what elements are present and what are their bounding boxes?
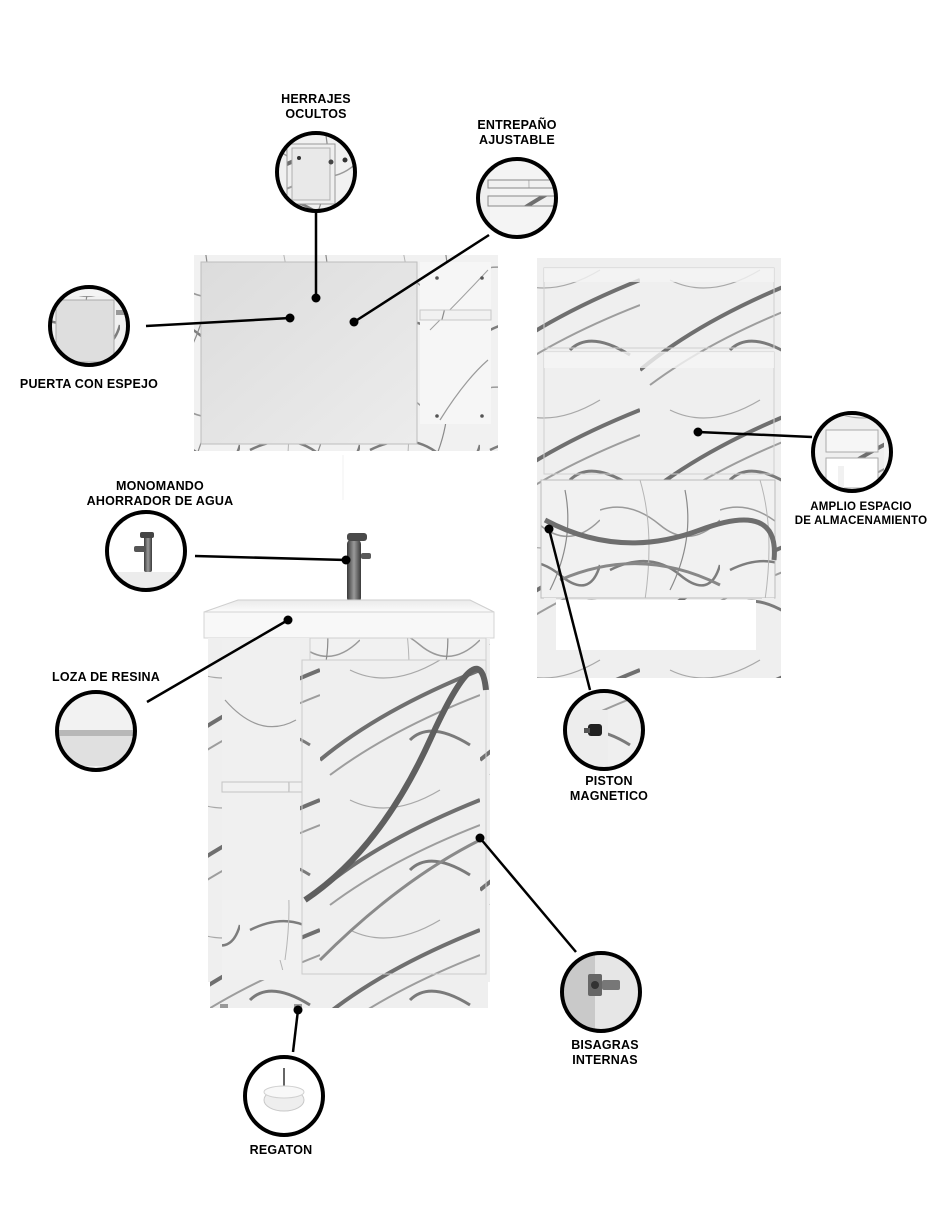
label-bisagras-internas: BISAGRAS INTERNAS (550, 1038, 660, 1068)
vanity (203, 533, 495, 1008)
shelf-icon (476, 157, 558, 239)
label-line: INTERNAS (572, 1053, 638, 1067)
label-loza-de-resina: LOZA DE RESINA (36, 670, 176, 685)
label-puerta-con-espejo: PUERTA CON ESPEJO (6, 377, 172, 392)
leveler-foot-icon (243, 1055, 325, 1137)
label-line: BISAGRAS (571, 1038, 639, 1052)
tall-cabinet (537, 258, 781, 678)
label-line: AHORRADOR DE AGUA (86, 494, 234, 508)
internal-hinge-icon (560, 951, 642, 1033)
label-line: AJUSTABLE (479, 133, 555, 147)
label-line: DE ALMACENAMIENTO (794, 515, 928, 527)
mirror-door-icon (48, 285, 130, 367)
label-piston-magnetico: PISTON MAGNETICO (554, 774, 664, 804)
label-line: LOZA DE RESINA (52, 670, 160, 684)
label-line: ENTREPAÑO (477, 118, 557, 132)
label-amplio-espacio: AMPLIO ESPACIO DE ALMACENAMIENTO (786, 500, 936, 528)
label-line: OCULTOS (285, 107, 347, 121)
leader-lines (145, 212, 813, 1053)
label-line: MONOMANDO (116, 479, 204, 493)
basin-icon (55, 690, 137, 772)
label-monomando: MONOMANDO AHORRADOR DE AGUA (60, 479, 260, 509)
label-line: PUERTA CON ESPEJO (19, 377, 159, 391)
mirror-cabinet (194, 255, 498, 451)
label-line: PISTON (585, 774, 633, 788)
label-regaton: REGATON (236, 1143, 326, 1158)
faucet-icon (105, 510, 187, 592)
storage-icon (811, 411, 893, 493)
label-herrajes-ocultos: HERRAJES OCULTOS (266, 92, 366, 122)
label-entrepano-ajustable: ENTREPAÑO AJUSTABLE (462, 118, 572, 148)
label-line: MAGNETICO (569, 789, 649, 803)
label-line: REGATON (249, 1143, 313, 1157)
magnetic-piston-icon (563, 689, 645, 771)
label-line: HERRAJES (281, 92, 351, 106)
label-line: AMPLIO ESPACIO (810, 501, 912, 513)
hinge-icon (275, 131, 357, 213)
